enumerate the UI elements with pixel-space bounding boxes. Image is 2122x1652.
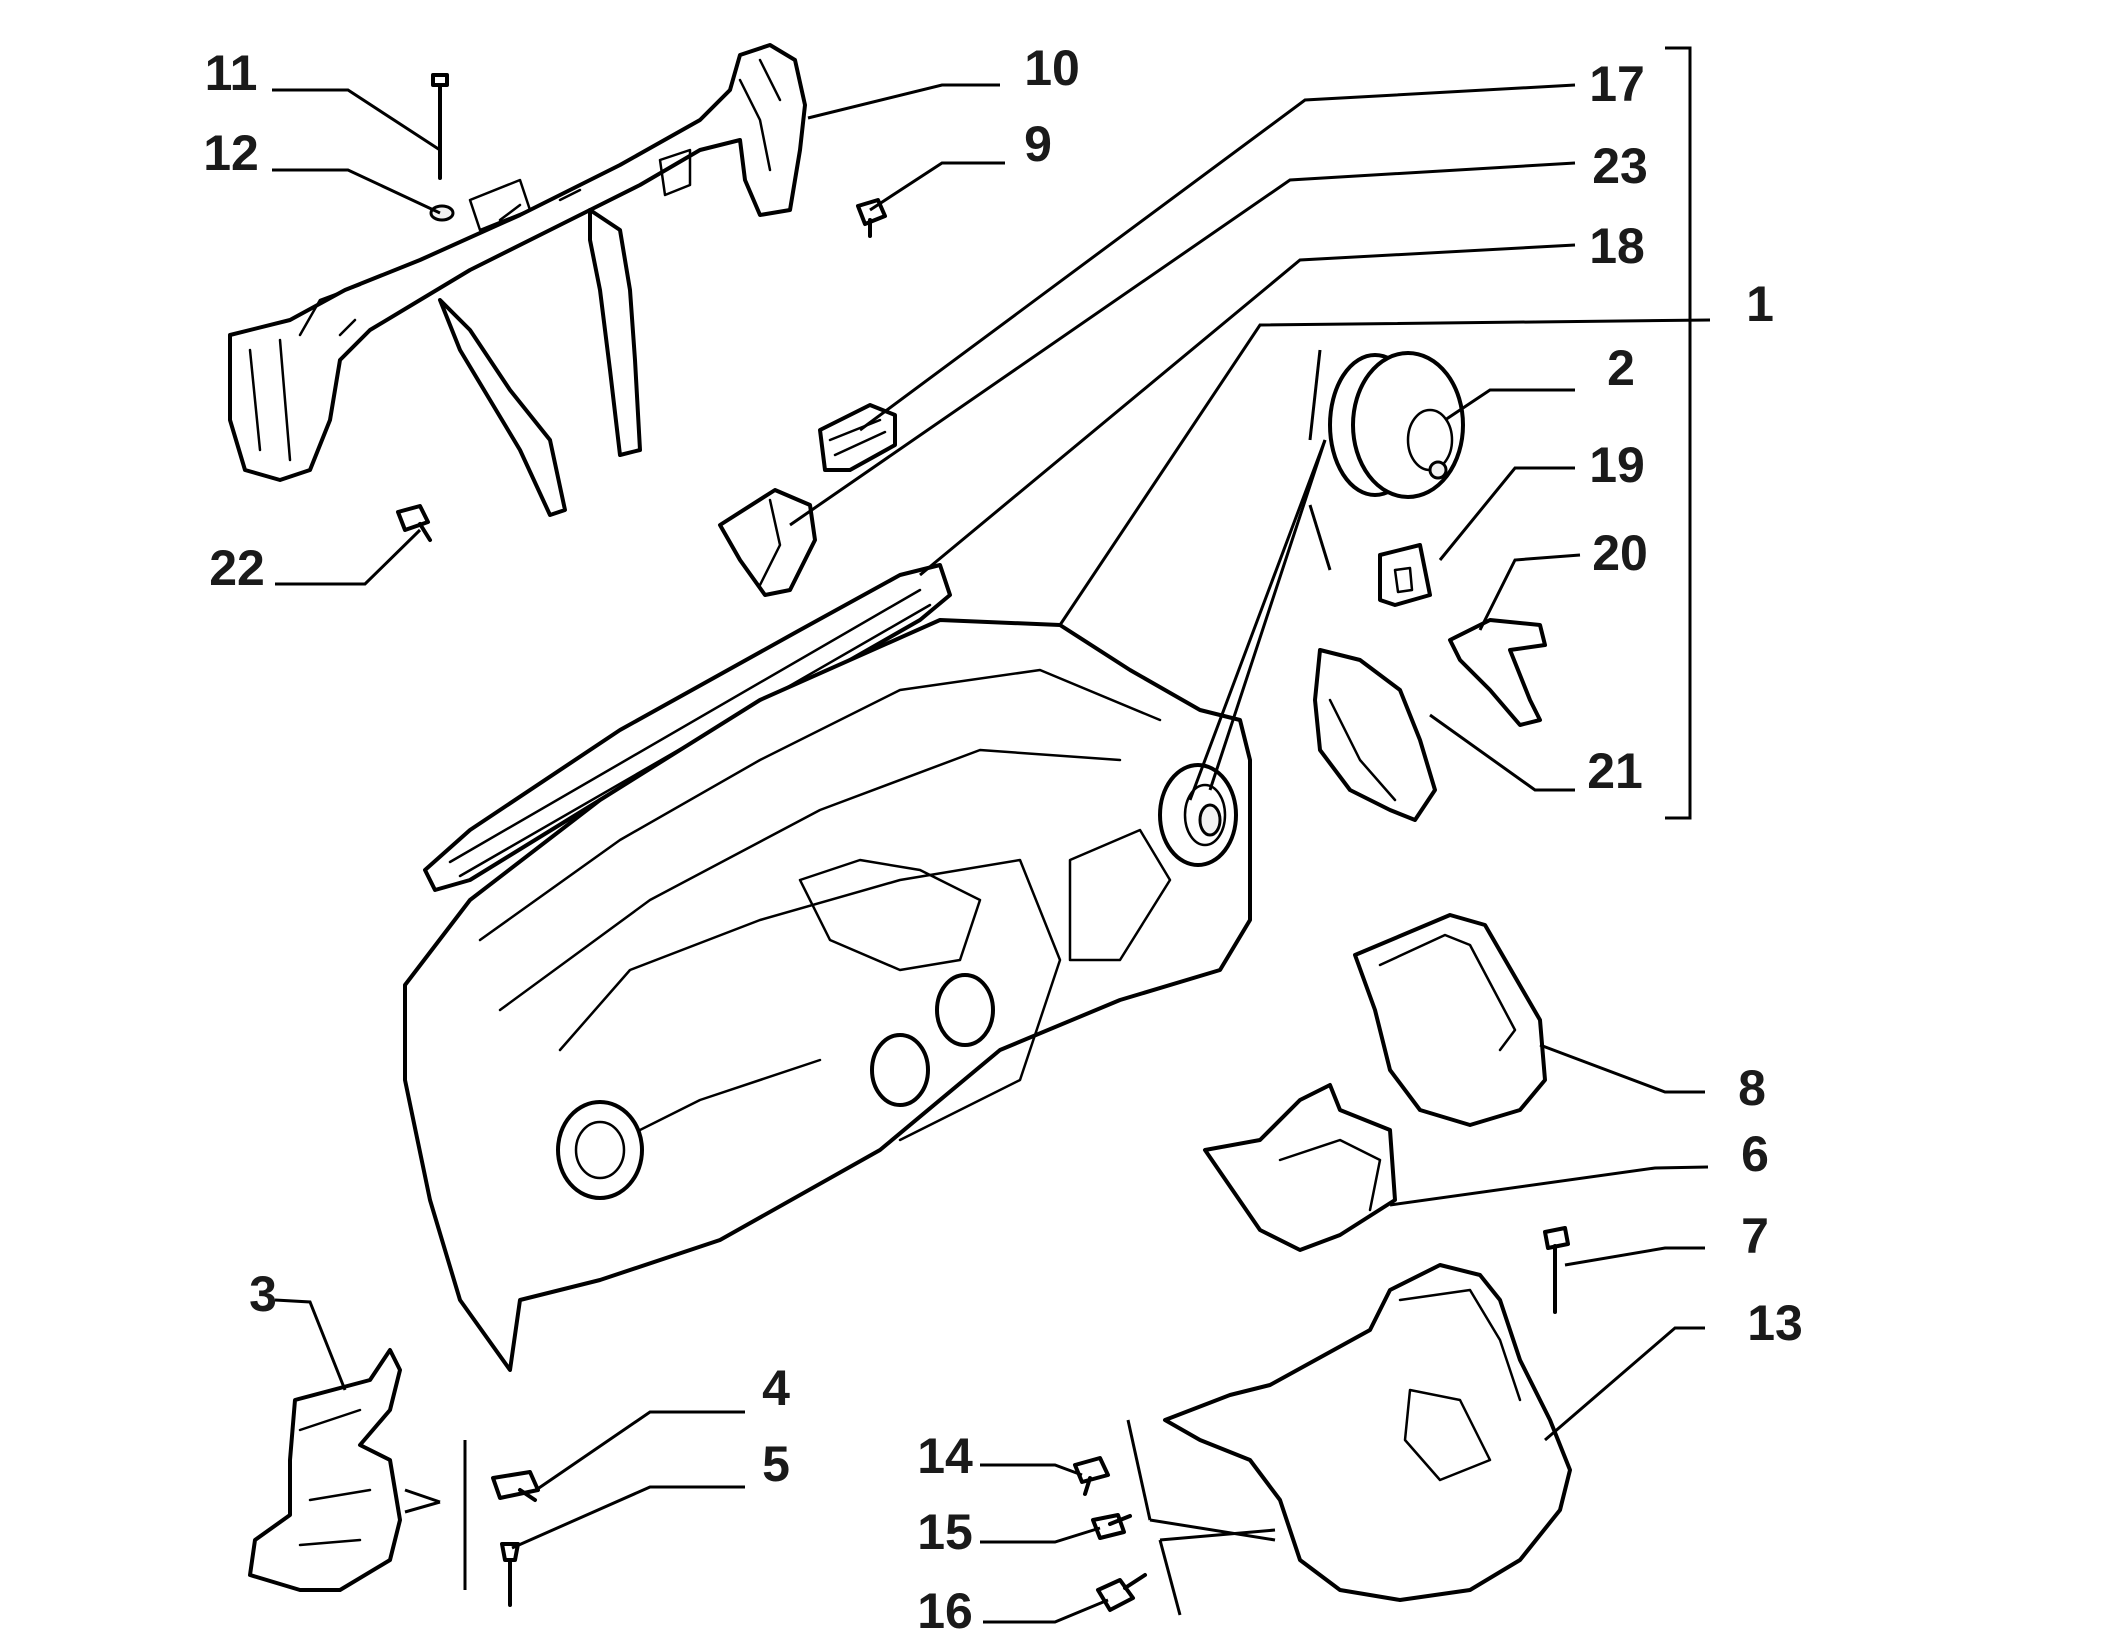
callout-7: 7 — [1741, 1208, 1769, 1264]
callout-12: 12 — [203, 125, 259, 181]
part-13-lower-console — [1163, 1263, 1572, 1602]
leader-lines — [272, 83, 1711, 1624]
part-19-vent-clip — [1378, 543, 1432, 607]
part-17-bracket — [818, 403, 897, 472]
part-11-bolt — [431, 73, 449, 180]
callout-11: 11 — [205, 45, 258, 101]
part-20-vent-bracket — [1448, 618, 1547, 727]
callout-5: 5 — [762, 1436, 790, 1492]
callout-2: 2 — [1607, 340, 1635, 396]
part-7-bolt — [1543, 1226, 1570, 1314]
part-8-console-surround — [1353, 913, 1547, 1127]
part-16-screw — [1096, 1573, 1147, 1612]
callout-8: 8 — [1738, 1060, 1766, 1116]
callout-9: 9 — [1024, 116, 1052, 172]
callout-16: 16 — [917, 1583, 973, 1639]
part-1-dashboard — [403, 618, 1252, 1372]
callout-3: 3 — [249, 1266, 277, 1322]
callout-1: 1 — [1746, 276, 1774, 332]
part-4-screw — [491, 1470, 540, 1502]
callout-14: 14 — [917, 1428, 973, 1484]
part-6-lower-bracket — [1203, 1083, 1397, 1252]
callout-20: 20 — [1592, 525, 1648, 581]
part-10-crossbeam — [228, 43, 807, 517]
callout-19: 19 — [1589, 437, 1645, 493]
part-5-pin — [500, 1542, 520, 1607]
callout-labels: 11 12 10 9 22 17 23 18 1 2 19 20 21 8 6 … — [203, 40, 1803, 1639]
callout-22: 22 — [209, 540, 265, 596]
callout-23: 23 — [1592, 138, 1648, 194]
callout-10: 10 — [1024, 40, 1080, 96]
part-21-vent-housing — [1313, 648, 1437, 822]
group-bracket — [1665, 46, 1692, 820]
part-12-washer — [429, 204, 455, 222]
part-22-screw — [396, 504, 432, 542]
part-14-screw — [1073, 1456, 1110, 1496]
part-23-clip — [718, 488, 817, 597]
callout-17: 17 — [1589, 56, 1645, 112]
part-9-screw — [856, 198, 887, 238]
callout-21: 21 — [1587, 743, 1643, 799]
part-15-screw — [1091, 1513, 1132, 1540]
part-3-left-bracket — [248, 1348, 402, 1592]
part-2-air-vent — [1328, 351, 1465, 499]
callout-18: 18 — [1589, 218, 1645, 274]
callout-6: 6 — [1741, 1126, 1769, 1182]
callout-15: 15 — [917, 1504, 973, 1560]
callout-13: 13 — [1747, 1295, 1803, 1351]
callout-4: 4 — [762, 1360, 790, 1416]
